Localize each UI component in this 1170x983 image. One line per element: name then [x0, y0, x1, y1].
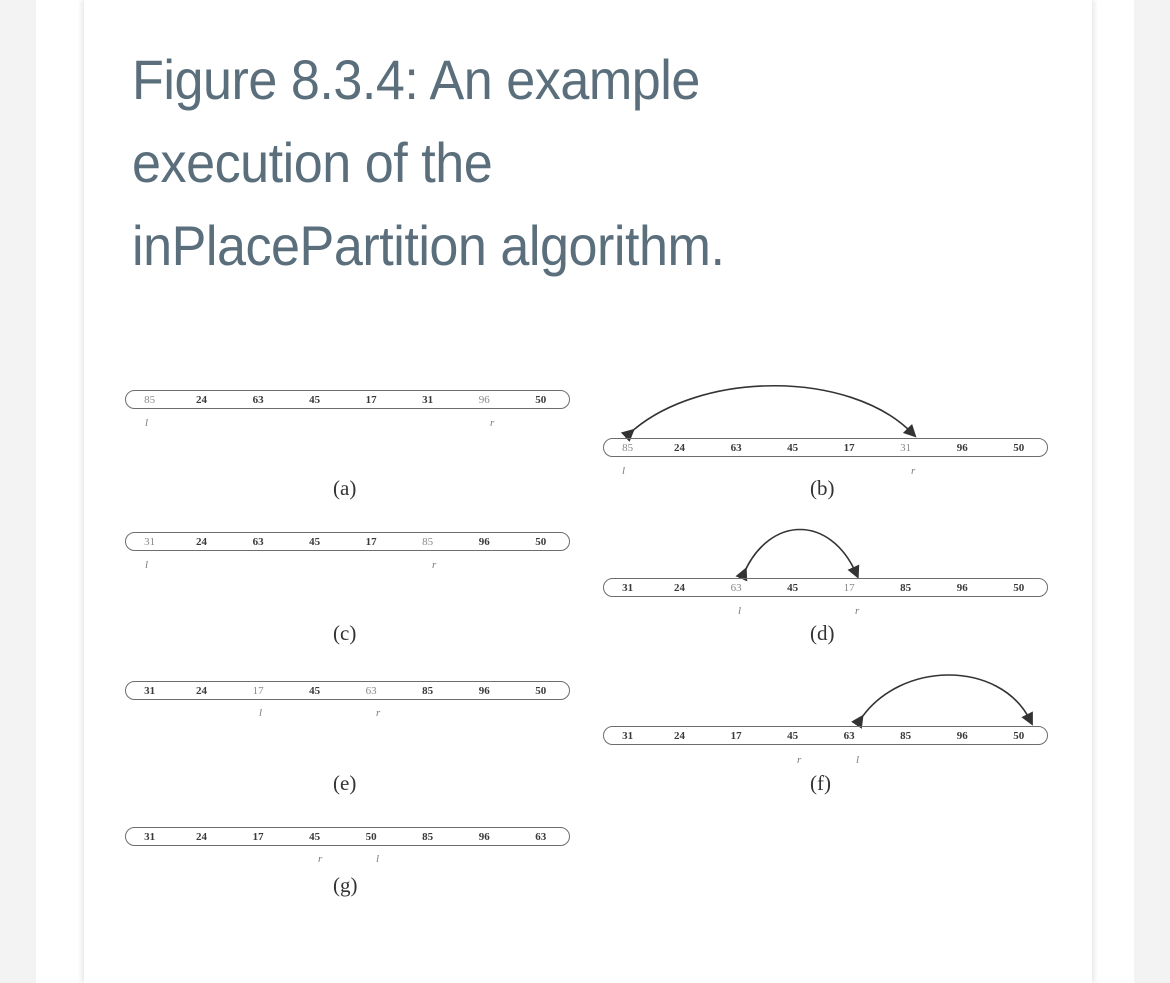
- array-panel-c: 31 24 63 45 17 85 96 50: [125, 532, 570, 551]
- array-cell: 24: [196, 684, 208, 697]
- pointer-r: r: [911, 465, 916, 477]
- array-cell: 17: [365, 535, 377, 548]
- pointer-l: l: [145, 559, 149, 571]
- array-cell: 63: [843, 729, 855, 742]
- array-cell: 85: [900, 581, 912, 594]
- array-cell: 17: [843, 581, 855, 594]
- array-cell: 31: [144, 684, 156, 697]
- array-cell: 85: [622, 441, 634, 454]
- pointer-r: r: [318, 853, 323, 865]
- array-cell: 63: [730, 441, 742, 454]
- array-panel-e: 31 24 17 45 63 85 96 50: [125, 681, 570, 700]
- array-cell: 50: [1013, 441, 1025, 454]
- pointer-r: r: [376, 707, 381, 719]
- array-cell: 31: [622, 729, 634, 742]
- pointer-l: l: [145, 417, 149, 429]
- array-cell: 85: [422, 830, 434, 843]
- array-cell: 24: [674, 581, 686, 594]
- array-cell: 63: [730, 581, 742, 594]
- array-cell: 50: [1013, 729, 1025, 742]
- array-cell: 45: [309, 535, 321, 548]
- array-cell: 24: [196, 535, 208, 548]
- array-cell: 63: [535, 830, 547, 843]
- array-cell: 31: [144, 535, 156, 548]
- array-cell: 63: [252, 393, 264, 406]
- array-cell: 24: [196, 830, 208, 843]
- array-cell: 17: [252, 830, 264, 843]
- array-panel-g: 31 24 17 45 50 85 96 63: [125, 827, 570, 846]
- array-cell: 63: [252, 535, 264, 548]
- pointer-l: l: [856, 754, 860, 766]
- swap-arrow-f: [851, 674, 1033, 729]
- array-cell: 96: [956, 729, 968, 742]
- array-panel-d: 31 24 63 45 17 85 96 50: [603, 578, 1048, 597]
- array-cell: 63: [365, 684, 377, 697]
- array-panel-f: 31 24 17 45 63 85 96 50: [603, 726, 1048, 745]
- array-cell: 96: [478, 684, 490, 697]
- array-cell: 24: [674, 729, 686, 742]
- array-cell: 24: [674, 441, 686, 454]
- array-cell: 45: [787, 729, 799, 742]
- array-panel-a: 85 24 63 45 17 31 96 50: [125, 390, 570, 409]
- panel-label-d: (d): [810, 621, 835, 645]
- array-cell: 96: [478, 830, 490, 843]
- pointer-r: r: [490, 417, 495, 429]
- content-card: [84, 0, 1092, 983]
- panel-label-b: (b): [810, 476, 835, 500]
- array-cell: 45: [309, 684, 321, 697]
- swap-arrow-d: [735, 528, 860, 582]
- pointer-l: l: [259, 707, 263, 719]
- array-cell: 50: [535, 535, 547, 548]
- panel-label-a: (a): [333, 476, 357, 500]
- array-cell: 50: [365, 830, 377, 843]
- array-cell: 45: [309, 393, 321, 406]
- pointer-l: l: [738, 605, 742, 617]
- figure-title: Figure 8.3.4: An example execution of th…: [132, 48, 725, 277]
- array-cell: 45: [787, 581, 799, 594]
- pointer-r: r: [432, 559, 437, 571]
- panel-label-g: (g): [333, 873, 358, 897]
- array-cell: 50: [535, 393, 547, 406]
- array-cell: 24: [196, 393, 208, 406]
- pointer-r: r: [855, 605, 860, 617]
- array-cell: 85: [422, 535, 434, 548]
- pointer-l: l: [622, 465, 626, 477]
- array-cell: 85: [900, 729, 912, 742]
- array-cell: 17: [843, 441, 855, 454]
- array-cell: 31: [900, 441, 912, 454]
- array-cell: 96: [956, 581, 968, 594]
- array-cell: 96: [478, 393, 490, 406]
- array-cell: 31: [422, 393, 434, 406]
- pointer-r: r: [797, 754, 802, 766]
- array-cell: 50: [1013, 581, 1025, 594]
- array-cell: 85: [144, 393, 156, 406]
- array-cell: 17: [730, 729, 742, 742]
- panel-label-c: (c): [333, 621, 357, 645]
- array-cell: 31: [622, 581, 634, 594]
- array-cell: 85: [422, 684, 434, 697]
- array-panel-b: 85 24 63 45 17 31 96 50: [603, 438, 1048, 457]
- swap-arrow-b: [620, 385, 917, 443]
- panel-label-f: (f): [810, 771, 831, 795]
- array-cell: 96: [956, 441, 968, 454]
- array-cell: 31: [144, 830, 156, 843]
- array-cell: 17: [252, 684, 264, 697]
- array-cell: 45: [787, 441, 799, 454]
- array-cell: 45: [309, 830, 321, 843]
- array-cell: 96: [478, 535, 490, 548]
- array-cell: 50: [535, 684, 547, 697]
- array-cell: 17: [365, 393, 377, 406]
- panel-label-e: (e): [333, 771, 357, 795]
- pointer-l: l: [376, 853, 380, 865]
